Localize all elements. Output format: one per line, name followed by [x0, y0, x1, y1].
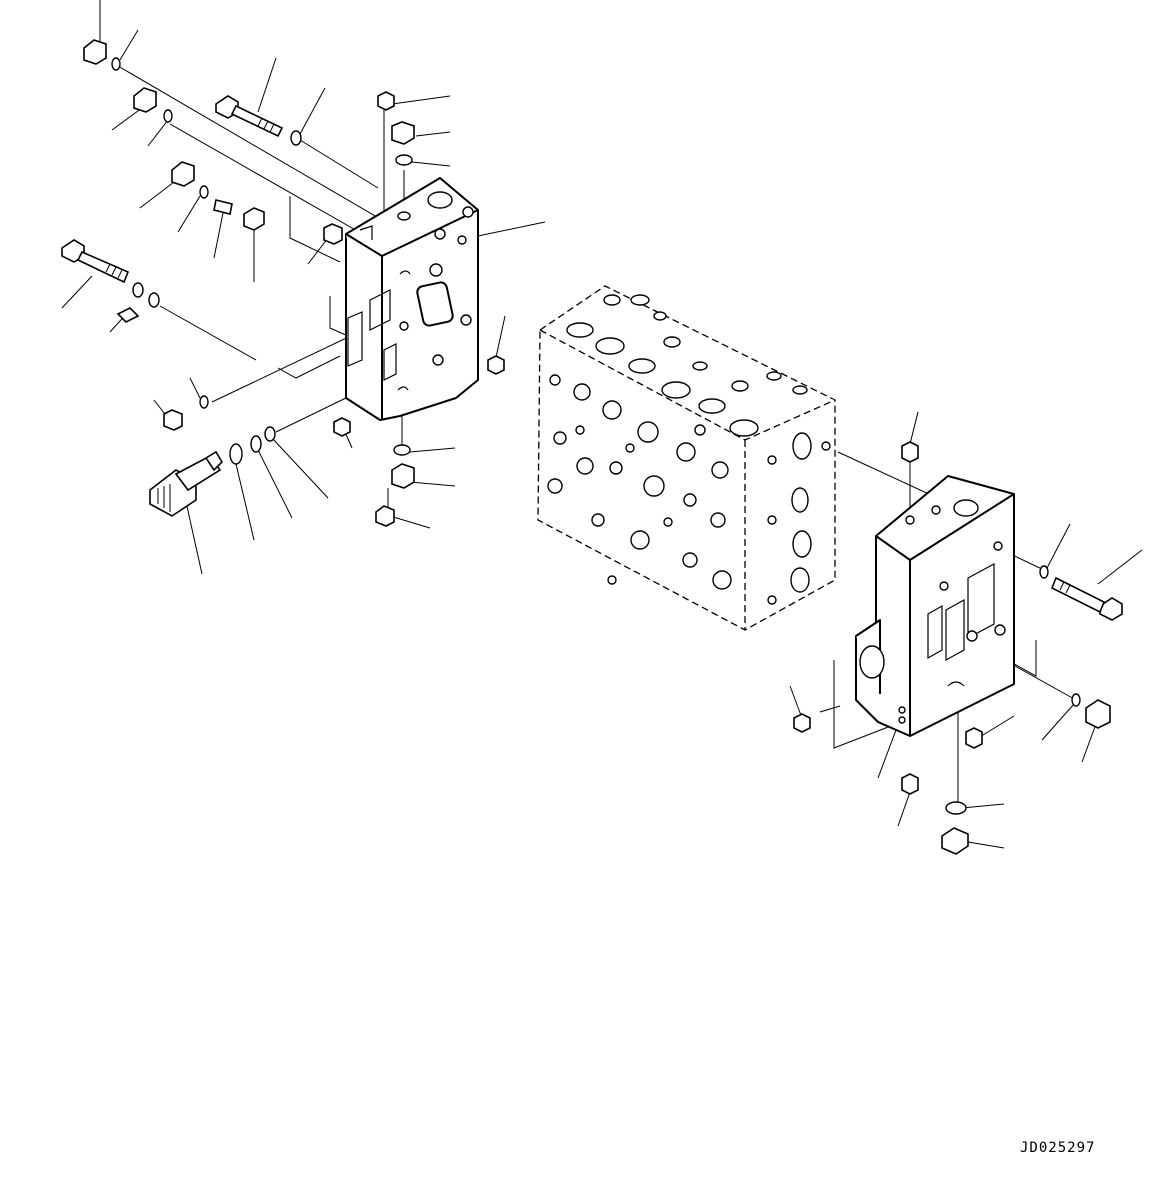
- drawing-code: JD025297: [1020, 1140, 1096, 1156]
- valve-block-center: [537, 285, 836, 631]
- block-ports-front: [547, 374, 732, 590]
- o-rings: [111, 57, 1081, 815]
- block-ports-side: [767, 432, 831, 605]
- block-ports-top: [566, 294, 808, 437]
- assembly-axis-lines: [117, 65, 1077, 806]
- valve-section-left: [345, 177, 479, 421]
- bolt-right: [1050, 576, 1123, 621]
- bolt-upper: [215, 95, 284, 138]
- plugs: [83, 39, 1111, 855]
- bolt-left-middle: [61, 239, 130, 284]
- leader-lines: [61, 0, 1143, 849]
- valve-section-right: [855, 475, 1015, 737]
- solenoid-valve: [149, 450, 224, 517]
